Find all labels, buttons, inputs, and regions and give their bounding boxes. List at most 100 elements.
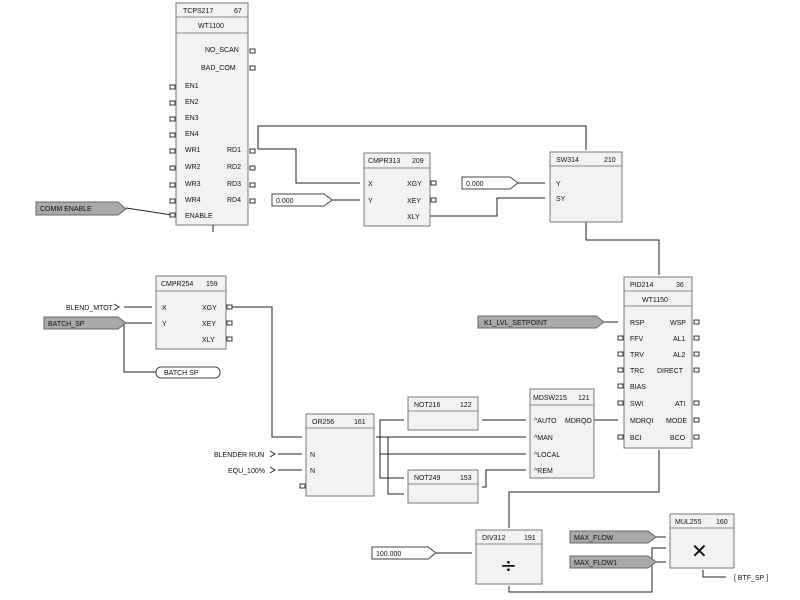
pin-xgy: XGY <box>407 181 422 188</box>
tag-blender-run[interactable]: BLENDER RUN <box>214 450 276 459</box>
pin-en2: EN2 <box>185 99 199 106</box>
block-title: OR256 <box>312 419 334 426</box>
pin-bci: BCI <box>630 435 642 442</box>
pin-x: X <box>368 181 373 188</box>
pin-direct: DIRECT <box>657 368 684 375</box>
const-div312[interactable]: 100.000 <box>371 546 437 560</box>
const-value: 0.000 <box>466 181 484 188</box>
pin-rd1: RD1 <box>227 147 241 154</box>
pin-rem: ^REM <box>534 468 553 475</box>
block-mul255[interactable]: MUL255 160 ✕ <box>669 513 735 569</box>
pin-trc: TRC <box>630 368 644 375</box>
pin-x: X <box>162 305 167 312</box>
pin-al1: AL1 <box>673 336 686 343</box>
pin-bad-com: BAD_COM <box>201 65 236 72</box>
pin-n1: N <box>310 452 315 459</box>
pin-no-scan: NO_SCAN <box>205 47 239 54</box>
block-title: SW314 <box>556 157 579 164</box>
block-number: 209 <box>412 158 424 165</box>
pin-local: ^LOCAL <box>534 452 560 459</box>
tag-label: COMM ENABLE <box>40 206 92 213</box>
block-not216[interactable]: NOT216 122 <box>407 396 479 431</box>
block-cmpr313[interactable]: CMPR313 209 X Y XGY XEY XLY <box>363 152 437 227</box>
tag-max-flow1[interactable]: MAX_FLOW1 <box>569 555 657 569</box>
tag-label: BLEND_MTOT <box>66 305 114 312</box>
const-sw314-y[interactable]: 0.000 <box>461 176 519 190</box>
pin-bias: BIAS <box>630 384 646 391</box>
pin-en1: EN1 <box>185 83 199 90</box>
block-number: 210 <box>604 157 616 164</box>
multiply-icon: ✕ <box>691 539 708 563</box>
pin-ffv: FFV <box>630 336 644 343</box>
pin-n2: N <box>310 468 315 475</box>
block-title: PID214 <box>630 282 653 289</box>
block-not249[interactable]: NOT249 153 <box>407 469 479 504</box>
pin-xly: XLY <box>202 337 215 344</box>
block-title: NOT216 <box>414 402 441 409</box>
pin-al2: AL2 <box>673 352 686 359</box>
pin-sy: SY <box>556 196 566 203</box>
block-title: DIV312 <box>482 535 505 542</box>
pin-wr4: WR4 <box>185 197 201 204</box>
const-value: 100.000 <box>376 551 401 558</box>
pid-outputs: WSP AL1 AL2 DIRECT ATI MODE BCO <box>657 319 700 442</box>
block-sw314[interactable]: SW314 210 Y SY <box>549 151 623 223</box>
pin-rd4: RD4 <box>227 197 241 204</box>
block-title: MDSW215 <box>533 395 567 402</box>
block-number: 191 <box>524 535 536 542</box>
pin-en3: EN3 <box>185 115 199 122</box>
tag-label: BATCH SP <box>164 370 199 377</box>
tag-blend-mtot[interactable]: BLEND_MTOT <box>66 303 120 312</box>
block-cmpr254[interactable]: CMPR254 159 X Y XGY XEY XLY <box>155 275 233 350</box>
pin-xey: XEY <box>202 321 216 328</box>
block-title: TCPS217 <box>183 8 213 15</box>
pin-y: Y <box>162 321 167 328</box>
tag-comm-enable[interactable]: COMM ENABLE <box>35 201 127 216</box>
pin-auto: ^AUTO <box>534 418 557 425</box>
pin-en4: EN4 <box>185 131 199 138</box>
block-div312[interactable]: DIV312 191 ÷ <box>475 529 543 585</box>
tag-label: BLENDER RUN <box>214 452 264 459</box>
pin-rsp: RSP <box>630 320 645 327</box>
tag-equ-100[interactable]: EQU_100% <box>228 466 276 475</box>
const-cmpr313-y[interactable]: 0.000 <box>271 193 333 207</box>
block-pid214[interactable]: PID214 36 WT1150 RSP FFV TRV TRC BIAS SW… <box>617 276 700 449</box>
block-number: 122 <box>460 402 472 409</box>
pin-man: ^MAN <box>534 435 553 442</box>
tag-label: MAX_FLOW <box>574 535 614 542</box>
block-or256[interactable]: OR256 161 N N <box>299 413 375 497</box>
divide-icon: ÷ <box>500 553 517 577</box>
pin-rd3: RD3 <box>227 181 241 188</box>
tag-label: MAX_FLOW1 <box>574 560 617 567</box>
pid-inputs: RSP FFV TRV TRC BIAS SWI MDRQI BCI <box>617 320 653 442</box>
block-title: MUL255 <box>675 519 702 526</box>
pin-wsp: WSP <box>670 320 686 327</box>
tag-max-flow[interactable]: MAX_FLOW <box>569 530 657 544</box>
pin-xey: XEY <box>407 198 421 205</box>
wires <box>123 125 726 593</box>
pin-swi: SWI <box>630 401 643 408</box>
const-value: 0.000 <box>276 198 294 205</box>
block-tcps217[interactable]: TCPS217 67 WT1100 NO_SCAN BAD_COM EN1 EN… <box>169 2 256 232</box>
block-number: 159 <box>206 281 218 288</box>
tag-label: EQU_100% <box>228 468 265 475</box>
block-title: CMPR254 <box>161 281 193 288</box>
block-mdsw215[interactable]: MDSW215 121 ^AUTO MDRQO ^MAN ^LOCAL ^REM <box>529 388 595 479</box>
block-tag: WT1150 <box>642 297 668 304</box>
tag-batch-sp-output[interactable]: BATCH SP <box>155 366 221 379</box>
pin-wr3: WR3 <box>185 181 201 188</box>
pin-wr2: WR2 <box>185 164 201 171</box>
tag-label: [ BTF_SP ] <box>734 575 768 582</box>
tag-batch-sp[interactable]: BATCH_SP <box>43 316 127 330</box>
tag-k1-lvl-setpoint[interactable]: K1_LVL_SETPOINT <box>477 315 605 329</box>
tag-btf-sp[interactable]: [ BTF_SP ] <box>734 575 768 582</box>
pin-y: Y <box>368 198 373 205</box>
block-number: 36 <box>676 282 684 289</box>
tcps-rd-outputs: RD1 RD2 RD3 RD4 <box>227 147 256 204</box>
pin-ati: ATI <box>675 401 685 408</box>
block-number: 160 <box>716 519 728 526</box>
pin-enable: ENABLE <box>185 213 213 220</box>
tag-label: K1_LVL_SETPOINT <box>484 320 548 327</box>
pin-mode: MODE <box>666 418 687 425</box>
